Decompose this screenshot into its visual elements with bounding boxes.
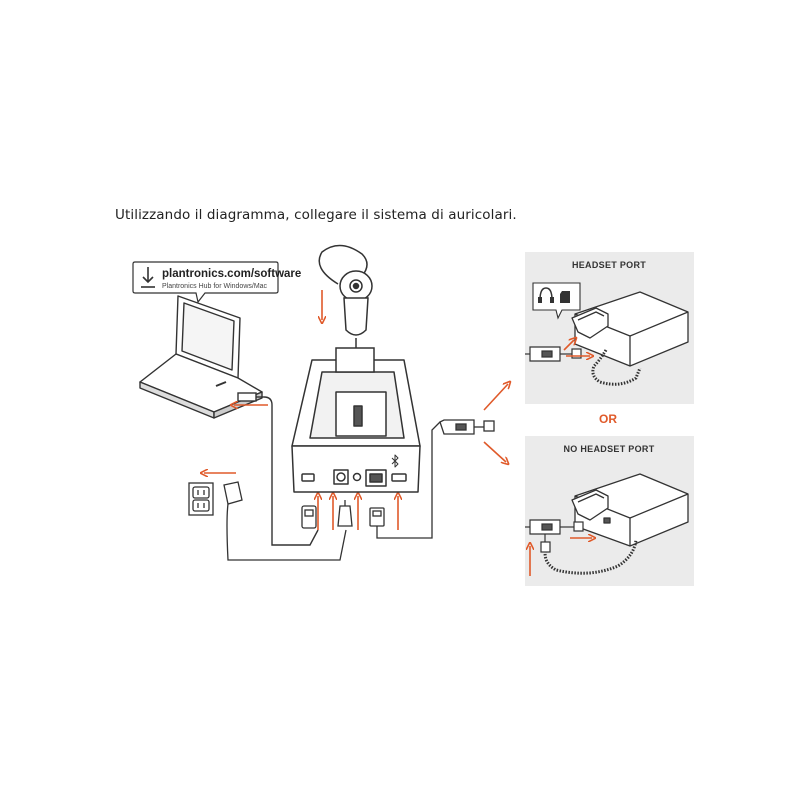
coiled-cord-2 [543, 539, 638, 575]
arrow-to-no-headset-port-option [483, 441, 506, 462]
software-url[interactable]: plantronics.com/software [162, 268, 301, 280]
power-adapter-icon [223, 481, 347, 561]
headset-icon [318, 244, 373, 348]
arrow-to-headset-port-option [483, 384, 508, 411]
desk-phone-icon [571, 291, 689, 367]
arrow-up-headset-port [563, 340, 574, 351]
usb-cable [237, 392, 319, 546]
no-headset-port-title: NO HEADSET PORT [563, 444, 654, 454]
usb-connector-icon [301, 505, 317, 529]
wall-outlet-icon [188, 482, 214, 516]
headset-port-icon [532, 282, 581, 320]
phone-jack-connector-icon [369, 421, 441, 539]
phone-cable-adapter [439, 419, 495, 435]
no-headset-port-panel: NO HEADSET PORT [525, 436, 694, 586]
base-station-icon [291, 359, 421, 493]
port-arrows [318, 496, 398, 530]
coiled-cord [591, 349, 642, 386]
headset-port-panel: HEADSET PORT [525, 252, 694, 404]
software-subtitle: Plantronics Hub for Windows/Mac [162, 283, 268, 290]
desk-phone-icon-2 [571, 473, 689, 547]
charging-cradle [335, 347, 375, 373]
bluetooth-icon [391, 454, 399, 468]
headset-port-title: HEADSET PORT [572, 260, 646, 270]
usb-port [301, 473, 315, 482]
no-headset-port-adapter [525, 519, 584, 553]
software-download-callout[interactable]: plantronics.com/software Plantronics Hub… [132, 261, 301, 304]
power-jack-connector-icon [337, 500, 353, 527]
audio-port [352, 472, 362, 482]
download-icon [141, 267, 155, 288]
headset-port-adapter [525, 346, 582, 362]
instruction-text: Utilizzando il diagramma, collegare il s… [115, 207, 517, 223]
or-label: OR [599, 412, 617, 426]
